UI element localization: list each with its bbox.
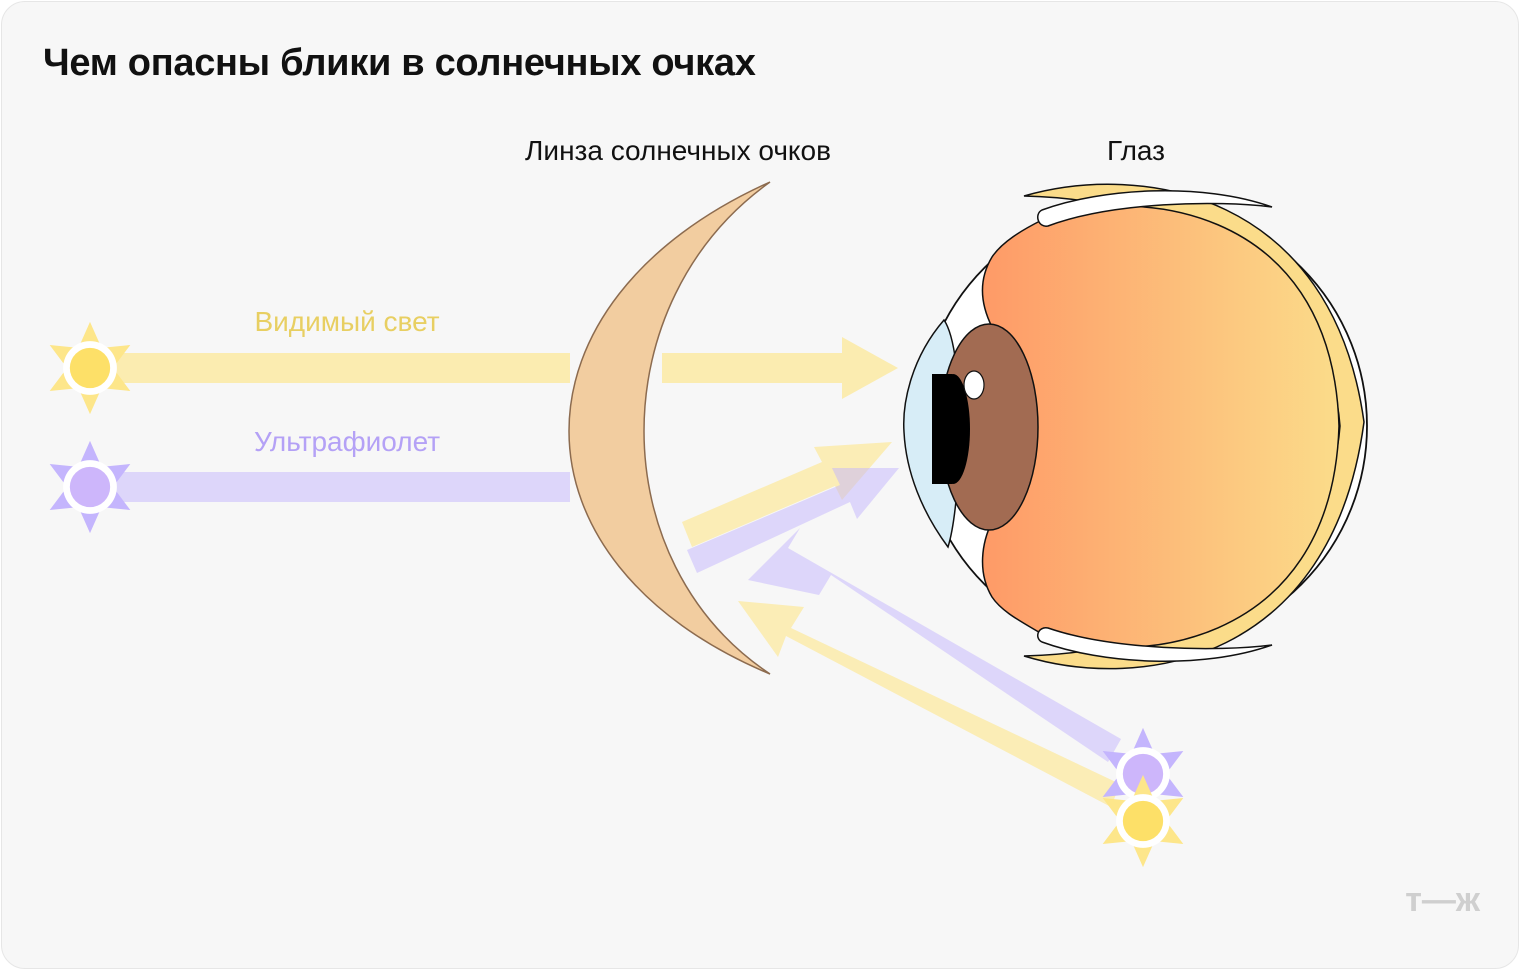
lens-label: Линза солнечных очков bbox=[525, 135, 831, 166]
eye-label: Глаз bbox=[1107, 135, 1165, 166]
uv-beam-incoming bbox=[110, 472, 570, 502]
visible-light-beam-through-lens bbox=[662, 337, 898, 399]
page-title: Чем опасны блики в солнечных очках bbox=[43, 42, 756, 84]
eye-illustration bbox=[903, 183, 1368, 670]
visible-beam-reflected-in bbox=[738, 601, 1120, 807]
uv-beam-reflected-in bbox=[748, 528, 1121, 762]
ultraviolet-label: Ультрафиолет bbox=[254, 426, 440, 457]
tzh-logo: т—ж bbox=[1405, 881, 1481, 919]
uv-beam-reflected-to-eye bbox=[687, 468, 899, 573]
visible-light-beam-incoming bbox=[110, 353, 570, 383]
visible-light-label: Видимый свет bbox=[254, 306, 439, 337]
sunglasses-lens bbox=[568, 181, 771, 675]
